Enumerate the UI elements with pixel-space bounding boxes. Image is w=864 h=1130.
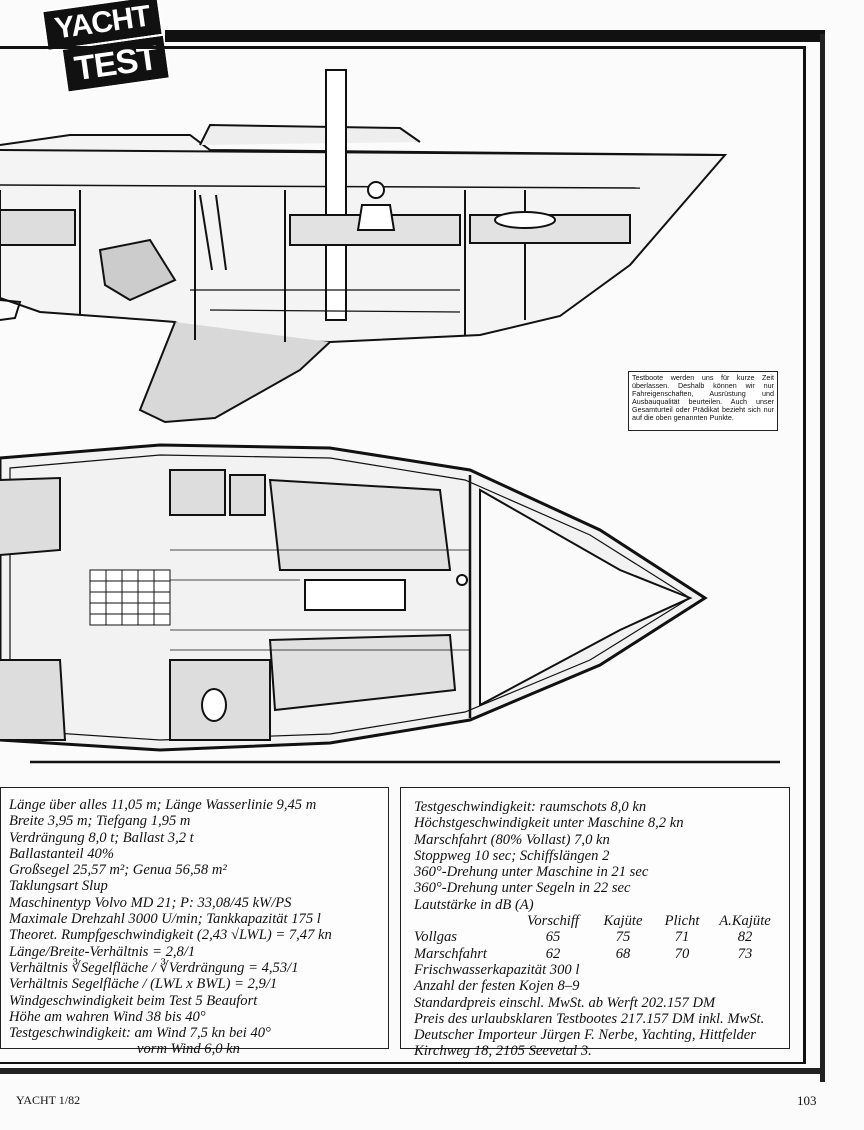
spec-line: Kirchweg 18, 2105 Seevetal 3.: [414, 1043, 592, 1060]
frame-bottom-bar: [0, 1068, 824, 1074]
spec-line: Verhältnis ∛Segelfläche / ∛Verdrängung =…: [9, 959, 299, 976]
table-header-row: Vorschiff Kajüte Plicht A.Kajüte: [414, 913, 780, 929]
spec-line: Standardpreis einschl. MwSt. ab Werft 20…: [414, 994, 716, 1011]
table-cell: 71: [674, 929, 690, 946]
spec-line: 360°-Drehung unter Segeln in 22 sec: [414, 880, 631, 897]
spec-line: Testgeschwindigkeit: raumschots 8,0 kn: [414, 799, 647, 815]
spec-line: Maschinentyp Volvo MD 21; P: 33,08/45 kW…: [9, 894, 292, 911]
frame-top-bar: [165, 30, 825, 42]
disclaimer-note: Testboote werden uns für kurze Zeit über…: [628, 371, 778, 431]
spec-line: Großsegel 25,57 m²; Genua 56,58 m²: [9, 862, 227, 879]
row-label: Vollgas: [414, 929, 457, 946]
specs-right-box: Testgeschwindigkeit: raumschots 8,0 kn H…: [400, 787, 790, 1059]
frame-right-bar: [820, 34, 825, 1082]
table-cell: 62: [545, 945, 561, 962]
specs-right-list: Testgeschwindigkeit: raumschots 8,0 kn H…: [414, 799, 780, 1060]
sound-level-table: Vorschiff Kajüte Plicht A.Kajüte Vollgas…: [414, 913, 780, 962]
spec-line: Theoret. Rumpfgeschwindigkeit (2,43 √LWL…: [9, 927, 332, 944]
spec-line: Länge/Breite-Verhältnis = 2,8/1: [9, 943, 196, 960]
spec-line: 360°-Drehung unter Maschine in 21 sec: [414, 864, 649, 881]
spec-line: Windgeschwindigkeit beim Test 5 Beaufort: [9, 992, 258, 1009]
spec-line: Ballastanteil 40%: [9, 845, 114, 862]
spec-line: Frischwasserkapazität 300 l: [414, 961, 580, 978]
spec-line: Länge über alles 11,05 m; Länge Wasserli…: [9, 797, 317, 813]
table-cell: 70: [674, 945, 690, 962]
spec-line: Verdrängung 8,0 t; Ballast 3,2 t: [9, 829, 194, 846]
spec-line: Höhe am wahren Wind 38 bis 40°: [9, 1008, 206, 1025]
spec-line: Maximale Drehzahl 3000 U/min; Tankkapazi…: [9, 911, 321, 928]
spec-line: Deutscher Importeur Jürgen F. Nerbe, Yac…: [414, 1027, 756, 1044]
yacht-drawings: [0, 69, 780, 764]
spec-line: Taklungsart Slup: [9, 878, 108, 895]
spec-line: Stoppweg 10 sec; Schiffslängen 2: [414, 847, 610, 864]
specs-left-box: Länge über alles 11,05 m; Länge Wasserli…: [0, 787, 389, 1057]
table-cell: 75: [615, 929, 631, 946]
spec-line: Anzahl der festen Kojen 8–9: [414, 978, 580, 995]
table-row: Vollgas 65 75 71 82: [414, 929, 780, 945]
spec-line: Lautstärke in dB (A): [414, 896, 534, 913]
table-header: Kajüte: [603, 913, 643, 930]
table-header: A.Kajüte: [719, 913, 771, 930]
table-cell: 73: [737, 945, 753, 962]
row-label: Marschfahrt: [414, 945, 487, 962]
table-header: Plicht: [664, 913, 700, 930]
table-cell: 68: [615, 945, 631, 962]
table-cell: 82: [737, 929, 753, 946]
spec-line: Preis des urlaubsklaren Testbootes 217.1…: [414, 1010, 765, 1027]
spec-line: Testgeschwindigkeit: am Wind 7,5 kn bei …: [9, 1025, 271, 1042]
frame-inner-border: [0, 46, 806, 1064]
spec-line: Breite 3,95 m; Tiefgang 1,95 m: [9, 813, 191, 830]
table-row: Marschfahrt 62 68 70 73: [414, 946, 780, 962]
table-header: Vorschiff: [527, 913, 579, 930]
issue-label: YACHT 1/82: [16, 1093, 81, 1107]
specs-left-list: Länge über alles 11,05 m; Länge Wasserli…: [9, 797, 332, 1058]
spec-line: vorm Wind 6,0 kn: [137, 1041, 240, 1058]
deck-plan-drawing: [0, 443, 708, 752]
side-profile-drawing: [0, 69, 728, 424]
spec-line: Höchstgeschwindigkeit unter Maschine 8,2…: [414, 815, 684, 832]
spec-line: Marschfahrt (80% Vollast) 7,0 kn: [414, 831, 610, 848]
table-cell: 65: [545, 929, 561, 946]
page-number: 103: [797, 1093, 817, 1108]
spec-line: Verhältnis Segelfläche / (LWL x BWL) = 2…: [9, 976, 278, 993]
